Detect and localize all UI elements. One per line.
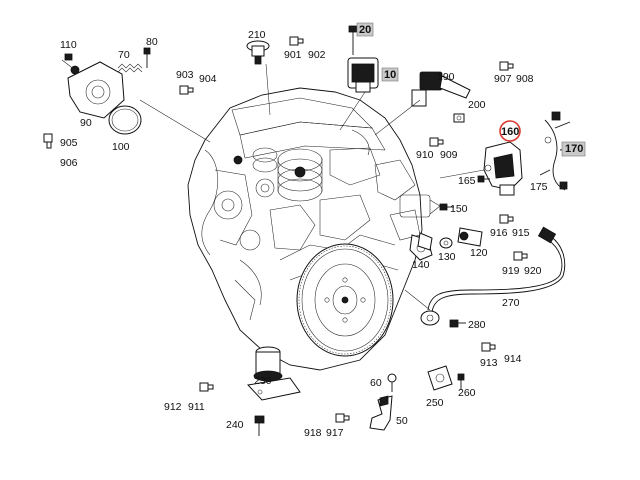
part-260-bolt (457, 373, 465, 390)
callout-916: 916 (490, 227, 508, 239)
callout-20-box (356, 22, 374, 37)
callout-904: 904 (199, 73, 217, 85)
callout-280: 280 (468, 319, 486, 331)
engine-block-illustration (187, 87, 441, 371)
callout-110: 110 (60, 39, 77, 51)
callout-912: 912 (164, 401, 182, 413)
callout-160-highlight (499, 120, 521, 142)
callout-10-box (381, 67, 399, 82)
part-50-bracket (369, 395, 393, 431)
callout-901: 901 (284, 49, 302, 61)
callout-20: 20 (359, 24, 371, 36)
part-10-coil (347, 57, 379, 93)
callout-90: 90 (80, 117, 92, 129)
part-100-seal-ring (108, 105, 142, 135)
callout-907: 907 (494, 73, 512, 85)
intake-runners (252, 147, 323, 202)
callout-914: 914 (504, 353, 522, 365)
callout-50: 50 (396, 415, 408, 427)
part-210-sensor (246, 40, 270, 65)
part-80-bolt (143, 47, 151, 68)
part-160-sensor (483, 141, 523, 196)
callout-200: 200 (468, 99, 486, 111)
callout-140: 140 (412, 259, 430, 271)
callout-190: 190 (437, 71, 455, 83)
callout-100: 100 (112, 141, 130, 153)
part-110-bolt (64, 53, 73, 61)
callout-165: 165 (458, 175, 476, 187)
part-20-bolt (348, 25, 358, 55)
callout-120: 120 (470, 247, 488, 259)
callout-80: 80 (146, 36, 158, 48)
part-200-plug (453, 113, 465, 123)
callout-230: 230 (254, 375, 272, 387)
callout-270: 270 (502, 297, 520, 309)
callout-903: 903 (176, 69, 194, 81)
callout-60: 60 (370, 377, 382, 389)
part-250-sensor (427, 365, 453, 391)
callout-902: 902 (308, 49, 326, 61)
callout-918: 918 (304, 427, 322, 439)
callout-260: 260 (458, 387, 476, 399)
callout-920: 920 (524, 265, 542, 277)
leader-lines (139, 63, 485, 311)
part-230-engine-mount (246, 346, 301, 401)
callout-905: 905 (60, 137, 78, 149)
callout-908: 908 (516, 73, 534, 85)
callout-170: 170 (565, 143, 583, 155)
callout-70: 70 (118, 49, 130, 61)
callout-150: 150 (450, 203, 468, 215)
callout-210: 210 (248, 29, 266, 41)
flywheel (296, 243, 394, 357)
callout-250: 250 (426, 397, 444, 409)
part-130-washer (439, 237, 453, 249)
part-120-sensor (457, 227, 483, 247)
callout-917: 917 (326, 427, 344, 439)
part-280-bolt (449, 319, 466, 328)
callout-10: 10 (384, 69, 396, 81)
part-70-spring (117, 63, 143, 73)
callout-910: 910 (416, 149, 434, 161)
part-165-bolt (477, 175, 490, 183)
callout-919: 919 (502, 265, 520, 277)
part-240-bolt (254, 415, 265, 436)
part-90-cover (61, 59, 125, 119)
callout-170-box (561, 141, 586, 157)
callout-160: 160 (501, 126, 519, 138)
callout-175: 175 (530, 181, 548, 193)
part-140-bracket (417, 232, 433, 251)
callout-130: 130 (438, 251, 456, 263)
part-60-bolt (387, 373, 397, 392)
callout-240: 240 (226, 419, 244, 431)
callout-909: 909 (440, 149, 458, 161)
part-270-cable (420, 226, 566, 326)
callout-915: 915 (512, 227, 530, 239)
part-150-bolt (439, 203, 454, 211)
part-190-injector (411, 71, 471, 107)
callout-913: 913 (480, 357, 498, 369)
callout-labels: 110 70 80 903 904 90 100 905 906 210 901… (60, 22, 586, 439)
callout-911: 911 (188, 401, 205, 413)
connector-icons (43, 36, 528, 423)
callout-906: 906 (60, 157, 78, 169)
